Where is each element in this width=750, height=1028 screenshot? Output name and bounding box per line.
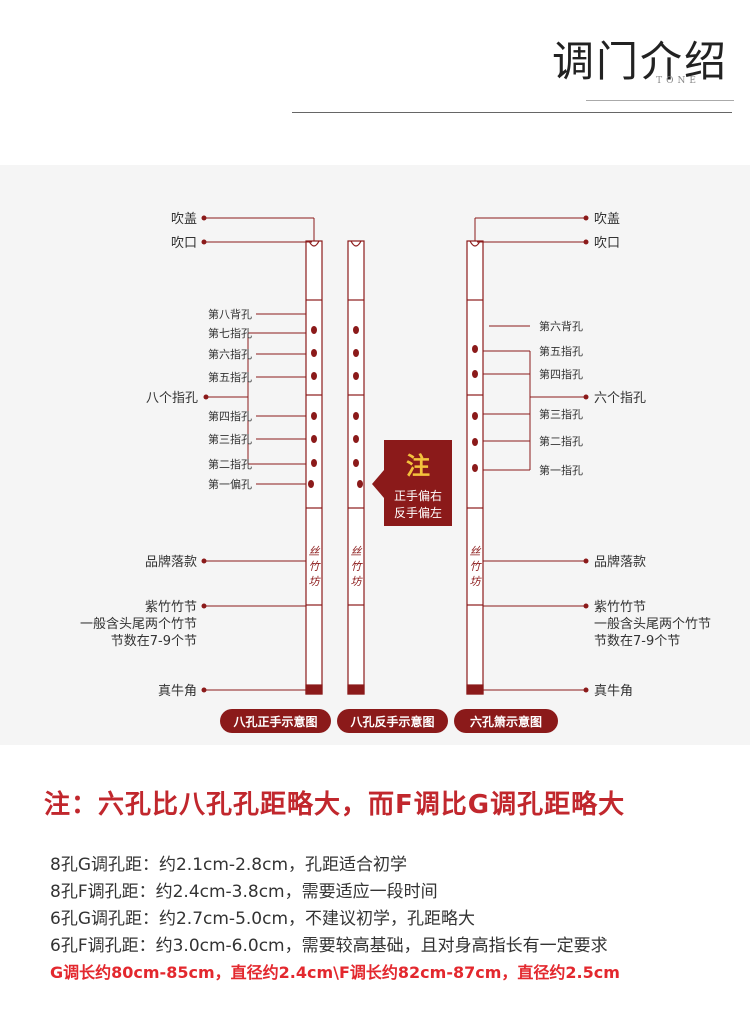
label-hole: 第三指孔 bbox=[208, 432, 252, 446]
title-rule bbox=[292, 112, 732, 113]
callout: 注 正手偏右 反手偏左 bbox=[372, 440, 452, 526]
label-six-holes: 六个指孔 bbox=[594, 391, 646, 406]
brand-char: 竹 bbox=[351, 560, 364, 573]
label-back-hole: 第六背孔 bbox=[539, 319, 583, 333]
caption: 八孔正手示意图 bbox=[232, 714, 317, 729]
left-leaders bbox=[204, 217, 315, 691]
label-bamboo: 紫竹竹节 bbox=[145, 600, 197, 615]
hole bbox=[311, 326, 317, 334]
hole bbox=[472, 370, 478, 378]
hole bbox=[311, 349, 317, 357]
label-hole: 第五指孔 bbox=[539, 344, 583, 358]
label-bamboo-note: 节数在7-9个节 bbox=[111, 634, 197, 649]
hole bbox=[472, 412, 478, 420]
finger-holes bbox=[308, 326, 478, 488]
spec-line: 6孔F调孔距：约3.0cm-6.0cm，需要较高基础，且对身高指长有一定要求 bbox=[50, 936, 608, 956]
label-horn: 真牛角 bbox=[158, 684, 197, 699]
caption: 八孔反手示意图 bbox=[349, 714, 434, 729]
hole bbox=[353, 412, 359, 420]
callout-title: 注 bbox=[406, 452, 430, 480]
brand-mark: 丝 竹 坊 丝 竹 坊 丝 竹 坊 bbox=[309, 545, 483, 588]
brand-char: 坊 bbox=[470, 575, 483, 588]
label-hole: 第六指孔 bbox=[208, 347, 252, 361]
right-leaders bbox=[474, 217, 586, 691]
label-cap: 吹盖 bbox=[171, 212, 197, 227]
brand-char: 坊 bbox=[351, 575, 364, 588]
brand-char: 竹 bbox=[309, 560, 322, 573]
captions: 八孔正手示意图 八孔反手示意图 六孔箫示意图 bbox=[220, 709, 558, 733]
label-bamboo: 紫竹竹节 bbox=[594, 600, 646, 615]
brand-char: 丝 bbox=[470, 545, 482, 558]
label-brand: 品牌落款 bbox=[594, 554, 646, 570]
brand-char: 坊 bbox=[309, 575, 322, 588]
label-eight-holes: 八个指孔 bbox=[146, 391, 198, 406]
right-dots bbox=[583, 215, 589, 693]
flute-2 bbox=[347, 240, 365, 695]
brand-char: 丝 bbox=[309, 545, 321, 558]
header: 调门介绍 TONE bbox=[0, 0, 750, 165]
hole bbox=[311, 435, 317, 443]
label-bamboo-note: 节数在7-9个节 bbox=[594, 634, 680, 649]
page-title: 调门介绍 bbox=[551, 37, 728, 86]
spec-line: 6孔G调孔距：约2.7cm-5.0cm，不建议初学，孔距略大 bbox=[50, 909, 476, 929]
page-subtitle: TONE bbox=[656, 76, 700, 86]
caption: 六孔箫示意图 bbox=[470, 714, 542, 729]
main-note: 注：六孔比八孔孔距略大，而F调比G调孔距略大 bbox=[44, 790, 626, 820]
label-hole: 第五指孔 bbox=[208, 370, 252, 384]
label-hole: 第七指孔 bbox=[208, 326, 252, 340]
label-cap: 吹盖 bbox=[594, 212, 620, 227]
flute-1 bbox=[305, 240, 323, 695]
spec-line: 8孔G调孔距：约2.1cm-2.8cm，孔距适合初学 bbox=[50, 855, 408, 875]
label-hole: 第一指孔 bbox=[539, 463, 583, 477]
label-bamboo-note: 一般含头尾两个竹节 bbox=[80, 616, 197, 632]
hole bbox=[353, 459, 359, 467]
label-mouth: 吹口 bbox=[594, 236, 620, 251]
hole bbox=[311, 412, 317, 420]
hole bbox=[353, 372, 359, 380]
label-offset-hole: 第一偏孔 bbox=[208, 477, 252, 491]
hole bbox=[472, 464, 478, 472]
spec-line: 8孔F调孔距：约2.4cm-3.8cm，需要适应一段时间 bbox=[50, 882, 438, 902]
label-hole: 第四指孔 bbox=[208, 409, 252, 423]
label-mouth: 吹口 bbox=[171, 236, 197, 251]
label-hole: 第三指孔 bbox=[539, 407, 583, 421]
label-bamboo-note: 一般含头尾两个竹节 bbox=[594, 616, 711, 632]
hole bbox=[472, 345, 478, 353]
label-hole: 第二指孔 bbox=[208, 457, 252, 471]
label-hole: 第二指孔 bbox=[539, 434, 583, 448]
flute-diagram: 丝 竹 坊 丝 竹 坊 丝 竹 坊 bbox=[0, 165, 750, 745]
callout-line: 正手偏右 bbox=[394, 488, 442, 503]
title-rule-short bbox=[586, 100, 734, 101]
brand-char: 竹 bbox=[470, 560, 483, 573]
hole bbox=[353, 435, 359, 443]
length-note: G调长约80cm-85cm，直径约2.4cm\F调长约82cm-87cm，直径约… bbox=[50, 963, 620, 982]
label-horn: 真牛角 bbox=[594, 684, 633, 699]
brand-char: 丝 bbox=[351, 545, 363, 558]
label-hole: 第四指孔 bbox=[539, 367, 583, 381]
hole bbox=[353, 326, 359, 334]
hole bbox=[311, 372, 317, 380]
hole bbox=[311, 459, 317, 467]
hole bbox=[357, 480, 363, 488]
hole bbox=[472, 438, 478, 446]
hole bbox=[353, 349, 359, 357]
callout-line: 反手偏左 bbox=[394, 505, 442, 520]
hole bbox=[308, 480, 314, 488]
left-dots bbox=[201, 215, 209, 693]
label-back-hole: 第八背孔 bbox=[208, 307, 252, 321]
label-brand: 品牌落款 bbox=[145, 554, 197, 570]
